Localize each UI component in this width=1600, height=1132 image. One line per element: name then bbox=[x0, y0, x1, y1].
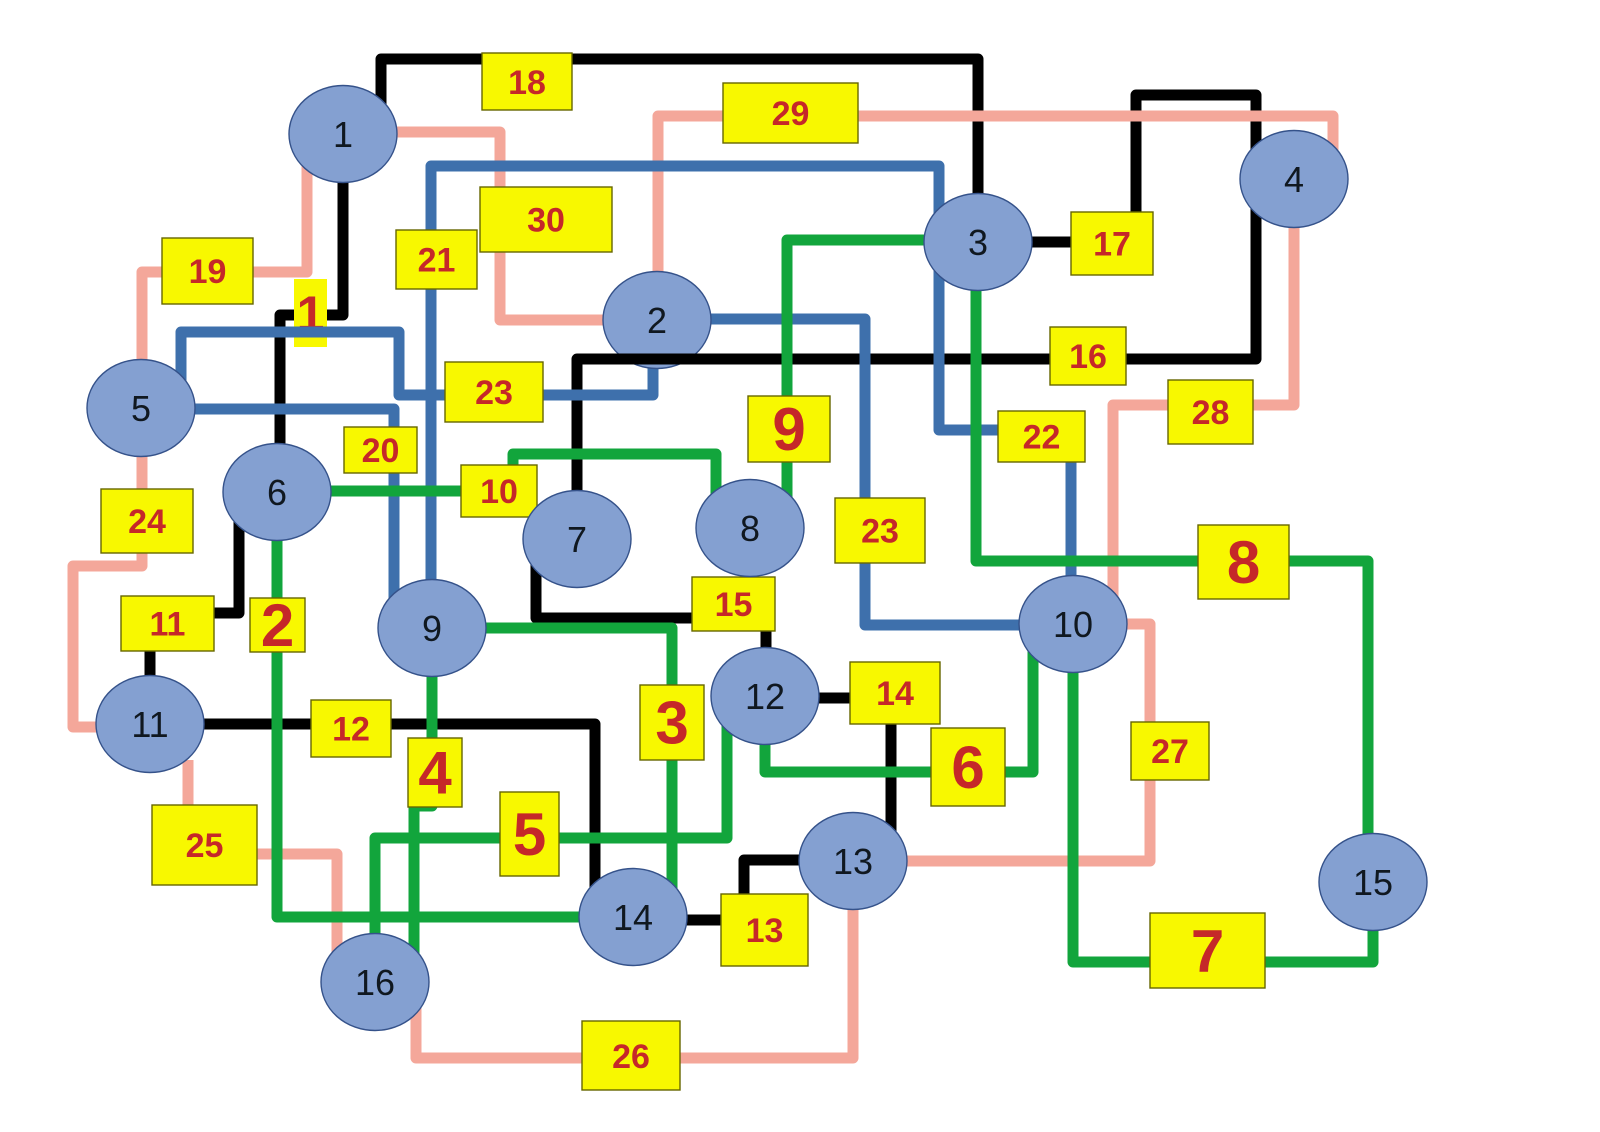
svg-text:26: 26 bbox=[612, 1038, 650, 1076]
svg-text:8: 8 bbox=[740, 508, 760, 549]
svg-text:14: 14 bbox=[613, 897, 653, 938]
svg-text:14: 14 bbox=[876, 675, 914, 713]
svg-text:10: 10 bbox=[1053, 604, 1093, 645]
svg-text:16: 16 bbox=[355, 962, 395, 1003]
svg-text:15: 15 bbox=[715, 586, 753, 624]
svg-text:4: 4 bbox=[418, 740, 452, 807]
svg-text:5: 5 bbox=[131, 388, 151, 429]
svg-text:1: 1 bbox=[333, 114, 353, 155]
svg-text:6: 6 bbox=[267, 472, 287, 513]
svg-text:13: 13 bbox=[746, 912, 784, 950]
svg-text:23: 23 bbox=[861, 513, 899, 551]
svg-text:20: 20 bbox=[362, 432, 400, 470]
svg-text:22: 22 bbox=[1023, 419, 1061, 457]
svg-text:5: 5 bbox=[513, 801, 546, 868]
svg-text:12: 12 bbox=[332, 711, 370, 749]
svg-text:27: 27 bbox=[1151, 733, 1189, 771]
svg-text:11: 11 bbox=[150, 606, 186, 644]
svg-text:15: 15 bbox=[1353, 862, 1393, 903]
svg-text:29: 29 bbox=[772, 95, 810, 133]
svg-text:7: 7 bbox=[1191, 918, 1224, 985]
svg-text:23: 23 bbox=[475, 374, 513, 412]
svg-text:10: 10 bbox=[480, 473, 518, 511]
svg-text:2: 2 bbox=[647, 300, 667, 341]
svg-text:9: 9 bbox=[772, 396, 805, 463]
svg-text:28: 28 bbox=[1192, 394, 1230, 432]
svg-text:16: 16 bbox=[1069, 338, 1107, 376]
svg-text:17: 17 bbox=[1093, 226, 1131, 264]
svg-text:3: 3 bbox=[655, 690, 688, 757]
svg-text:25: 25 bbox=[186, 827, 224, 865]
svg-text:7: 7 bbox=[567, 519, 587, 560]
svg-text:18: 18 bbox=[508, 64, 546, 102]
svg-text:2: 2 bbox=[261, 592, 294, 659]
svg-text:13: 13 bbox=[833, 841, 873, 882]
svg-text:3: 3 bbox=[968, 222, 988, 263]
svg-text:4: 4 bbox=[1284, 159, 1304, 200]
svg-text:11: 11 bbox=[131, 704, 168, 745]
svg-text:8: 8 bbox=[1227, 529, 1260, 596]
svg-text:12: 12 bbox=[745, 676, 785, 717]
svg-text:24: 24 bbox=[128, 503, 166, 541]
svg-text:6: 6 bbox=[951, 734, 984, 801]
svg-text:19: 19 bbox=[189, 253, 227, 291]
svg-text:9: 9 bbox=[422, 608, 442, 649]
svg-text:30: 30 bbox=[527, 202, 565, 240]
svg-text:21: 21 bbox=[418, 242, 456, 280]
